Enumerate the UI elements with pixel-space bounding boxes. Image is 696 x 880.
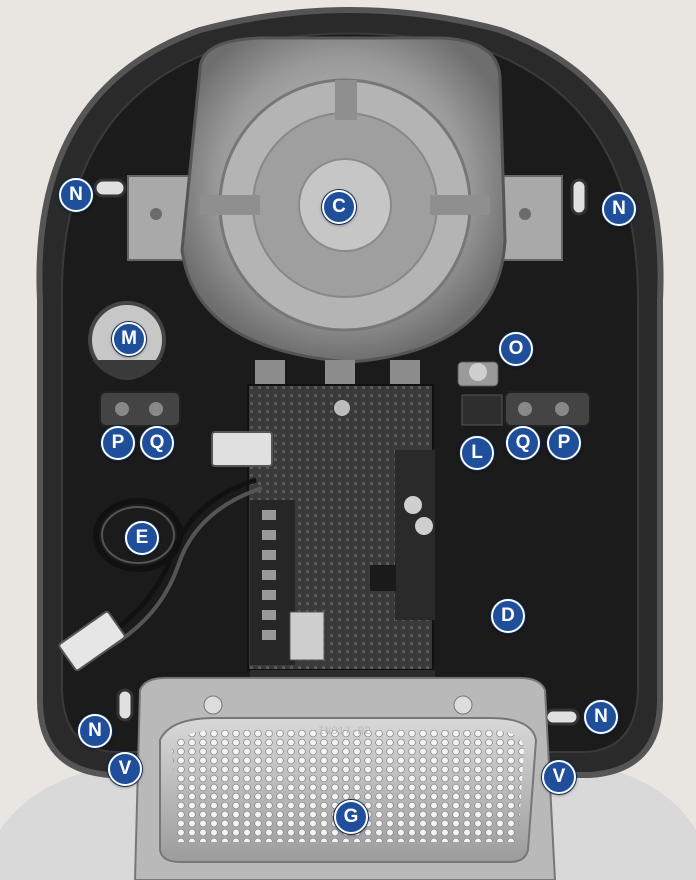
- callout-v-left: V: [108, 752, 142, 786]
- callout-q-right: Q: [506, 426, 540, 460]
- callout-m-opening: M: [112, 322, 146, 356]
- callout-l-right: L: [460, 436, 494, 470]
- callout-n-top-right: N: [602, 192, 636, 226]
- callout-o-component: O: [499, 332, 533, 366]
- wire-connector: [58, 610, 126, 672]
- callout-c-horn: C: [322, 190, 356, 224]
- callout-d-base: D: [491, 599, 525, 633]
- callout-p-right: P: [547, 426, 581, 460]
- callout-p-left: P: [101, 426, 135, 460]
- callout-n-bottom-left: N: [78, 714, 112, 748]
- callout-n-bottom-right: N: [584, 700, 618, 734]
- callout-n-top-left: N: [59, 178, 93, 212]
- right-bracket: [499, 175, 563, 261]
- callout-e-gasket: E: [125, 521, 159, 555]
- callout-g-lens: G: [334, 800, 368, 834]
- callout-q-left: Q: [140, 426, 174, 460]
- callout-v-right: V: [542, 760, 576, 794]
- pcb-code-label: IN017-R2: [318, 726, 371, 738]
